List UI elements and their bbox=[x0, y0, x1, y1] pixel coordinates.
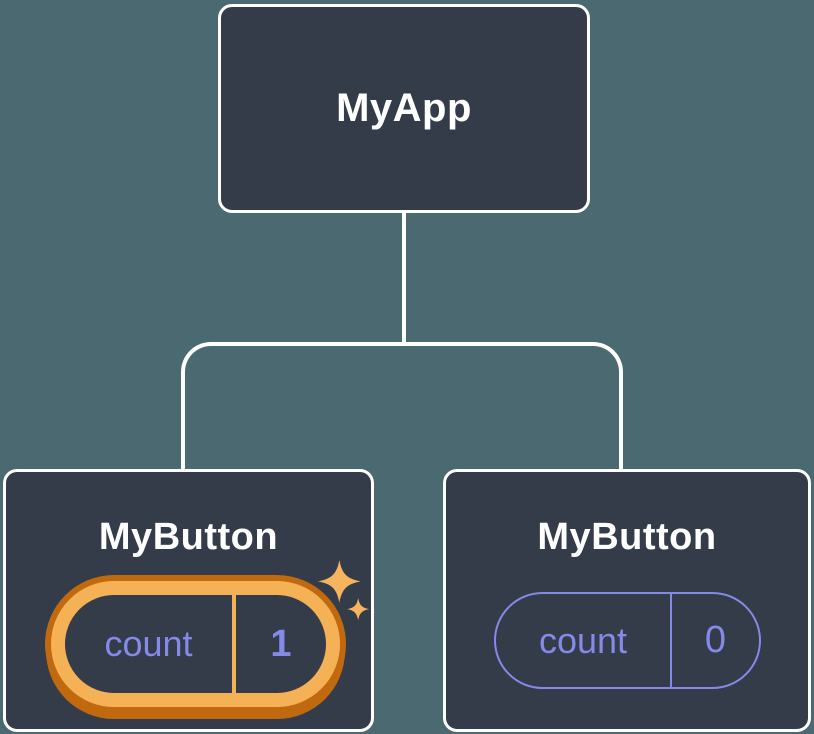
node-title: MyApp bbox=[336, 86, 472, 130]
state-pill-highlighted: count 1 bbox=[51, 581, 340, 707]
node-mybutton-right: MyButton count 0 bbox=[443, 469, 811, 732]
node-myapp: MyApp bbox=[218, 4, 590, 213]
sparkles-icon bbox=[318, 560, 370, 621]
state-key-label: count bbox=[65, 595, 236, 693]
state-value: 0 bbox=[704, 619, 727, 661]
node-title: MyButton bbox=[537, 516, 717, 558]
state-key-label: count bbox=[496, 594, 672, 687]
connector-branch bbox=[181, 342, 623, 470]
state-pill: count 0 bbox=[494, 592, 761, 689]
state-value: 1 bbox=[270, 622, 292, 665]
node-title: MyButton bbox=[98, 516, 279, 558]
connector-stem bbox=[402, 211, 406, 344]
node-mybutton-left: MyButton count 1 bbox=[3, 469, 374, 732]
